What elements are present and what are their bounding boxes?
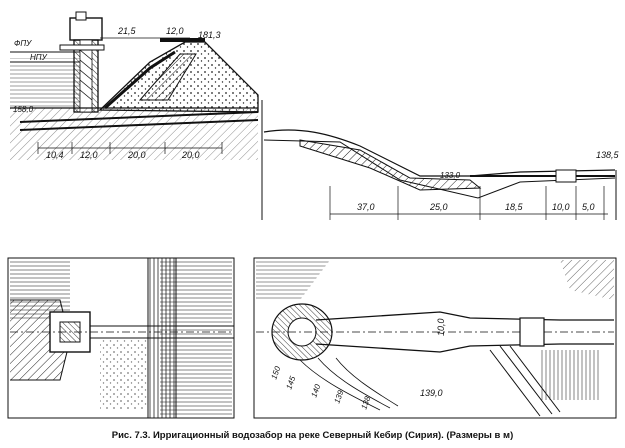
dim-10-0: 10,0 xyxy=(552,202,570,212)
channel-lower-edge xyxy=(315,343,614,353)
npu-label: НПУ xyxy=(30,53,48,62)
plan-spillway-chute xyxy=(489,345,561,417)
outlet-conduit-top xyxy=(19,111,259,123)
plan-gate-structure xyxy=(519,317,545,347)
panel-plan-left xyxy=(7,257,235,419)
dim-18-5: 18,5 xyxy=(505,202,524,212)
plan-fill-area xyxy=(100,340,148,410)
plan-right-ground xyxy=(540,350,600,400)
outlet-structure xyxy=(555,169,577,183)
reservoir-water xyxy=(10,58,80,108)
dam-crest xyxy=(160,38,205,42)
tower-cabin xyxy=(69,17,103,41)
plan-right-slope xyxy=(560,260,614,300)
dim-bottom-10-4: 10,4 xyxy=(46,150,64,160)
figure-drawing: ФПУ НПУ 21,5 12,0 181,3 158,0 10,4 xyxy=(7,11,620,419)
contour-label-150: 150 xyxy=(269,365,282,381)
upstream-facing xyxy=(104,50,176,110)
contour-label-139: 139 xyxy=(332,389,345,405)
channel-width-label: 10,0 xyxy=(436,318,446,336)
elev-158-0: 158,0 xyxy=(13,105,34,114)
contour-label-138: 138 xyxy=(359,395,372,411)
contour-145 xyxy=(317,357,391,409)
contour-label-140: 140 xyxy=(309,383,322,399)
tower-bridge xyxy=(59,44,105,51)
dam-core xyxy=(138,53,197,101)
outlet-conduit-bottom xyxy=(19,119,259,131)
dim-top-12-0: 12,0 xyxy=(166,26,184,36)
plan-conduit xyxy=(90,325,234,339)
tower-roof xyxy=(75,11,87,21)
contour-140 xyxy=(335,357,399,407)
panel-outlet-section: 138,5 133,0 37,0 25,0 18,5 10,0 5,0 xyxy=(261,100,620,220)
panel-plan-right: 150 145 140 139 138 10,0 139,0 xyxy=(253,257,617,419)
dim-bottom-12-0: 12,0 xyxy=(80,150,98,160)
tower-inner-shaft xyxy=(79,39,93,113)
panel-dam-section: ФПУ НПУ 21,5 12,0 181,3 158,0 10,4 xyxy=(10,11,259,160)
elev-133-0: 133,0 xyxy=(440,171,461,180)
contour-150 xyxy=(299,359,381,411)
elev-139-0: 139,0 xyxy=(420,388,443,398)
dim-25-0: 25,0 xyxy=(429,202,448,212)
tower-ladder xyxy=(79,49,93,101)
contour-label-145: 145 xyxy=(284,375,297,391)
dim-bottom-20-0-a: 20,0 xyxy=(127,150,146,160)
dim-37-0: 37,0 xyxy=(357,202,375,212)
dim-top-21-5: 21,5 xyxy=(117,26,137,36)
fpu-label: ФПУ xyxy=(14,39,32,48)
stilling-basin xyxy=(299,139,482,191)
dim-5-0: 5,0 xyxy=(582,202,595,212)
plan-right-water xyxy=(256,260,330,300)
figure-caption: Рис. 7.3. Ирригационный водозабор на рек… xyxy=(111,430,514,441)
plan-right-frame xyxy=(253,257,617,419)
terrain-profile xyxy=(263,129,616,177)
channel-upper-edge xyxy=(315,311,614,321)
elev-138-5: 138,5 xyxy=(596,150,620,160)
elev-181-3: 181,3 xyxy=(198,30,221,40)
dim-bottom-20-0-b: 20,0 xyxy=(181,150,200,160)
